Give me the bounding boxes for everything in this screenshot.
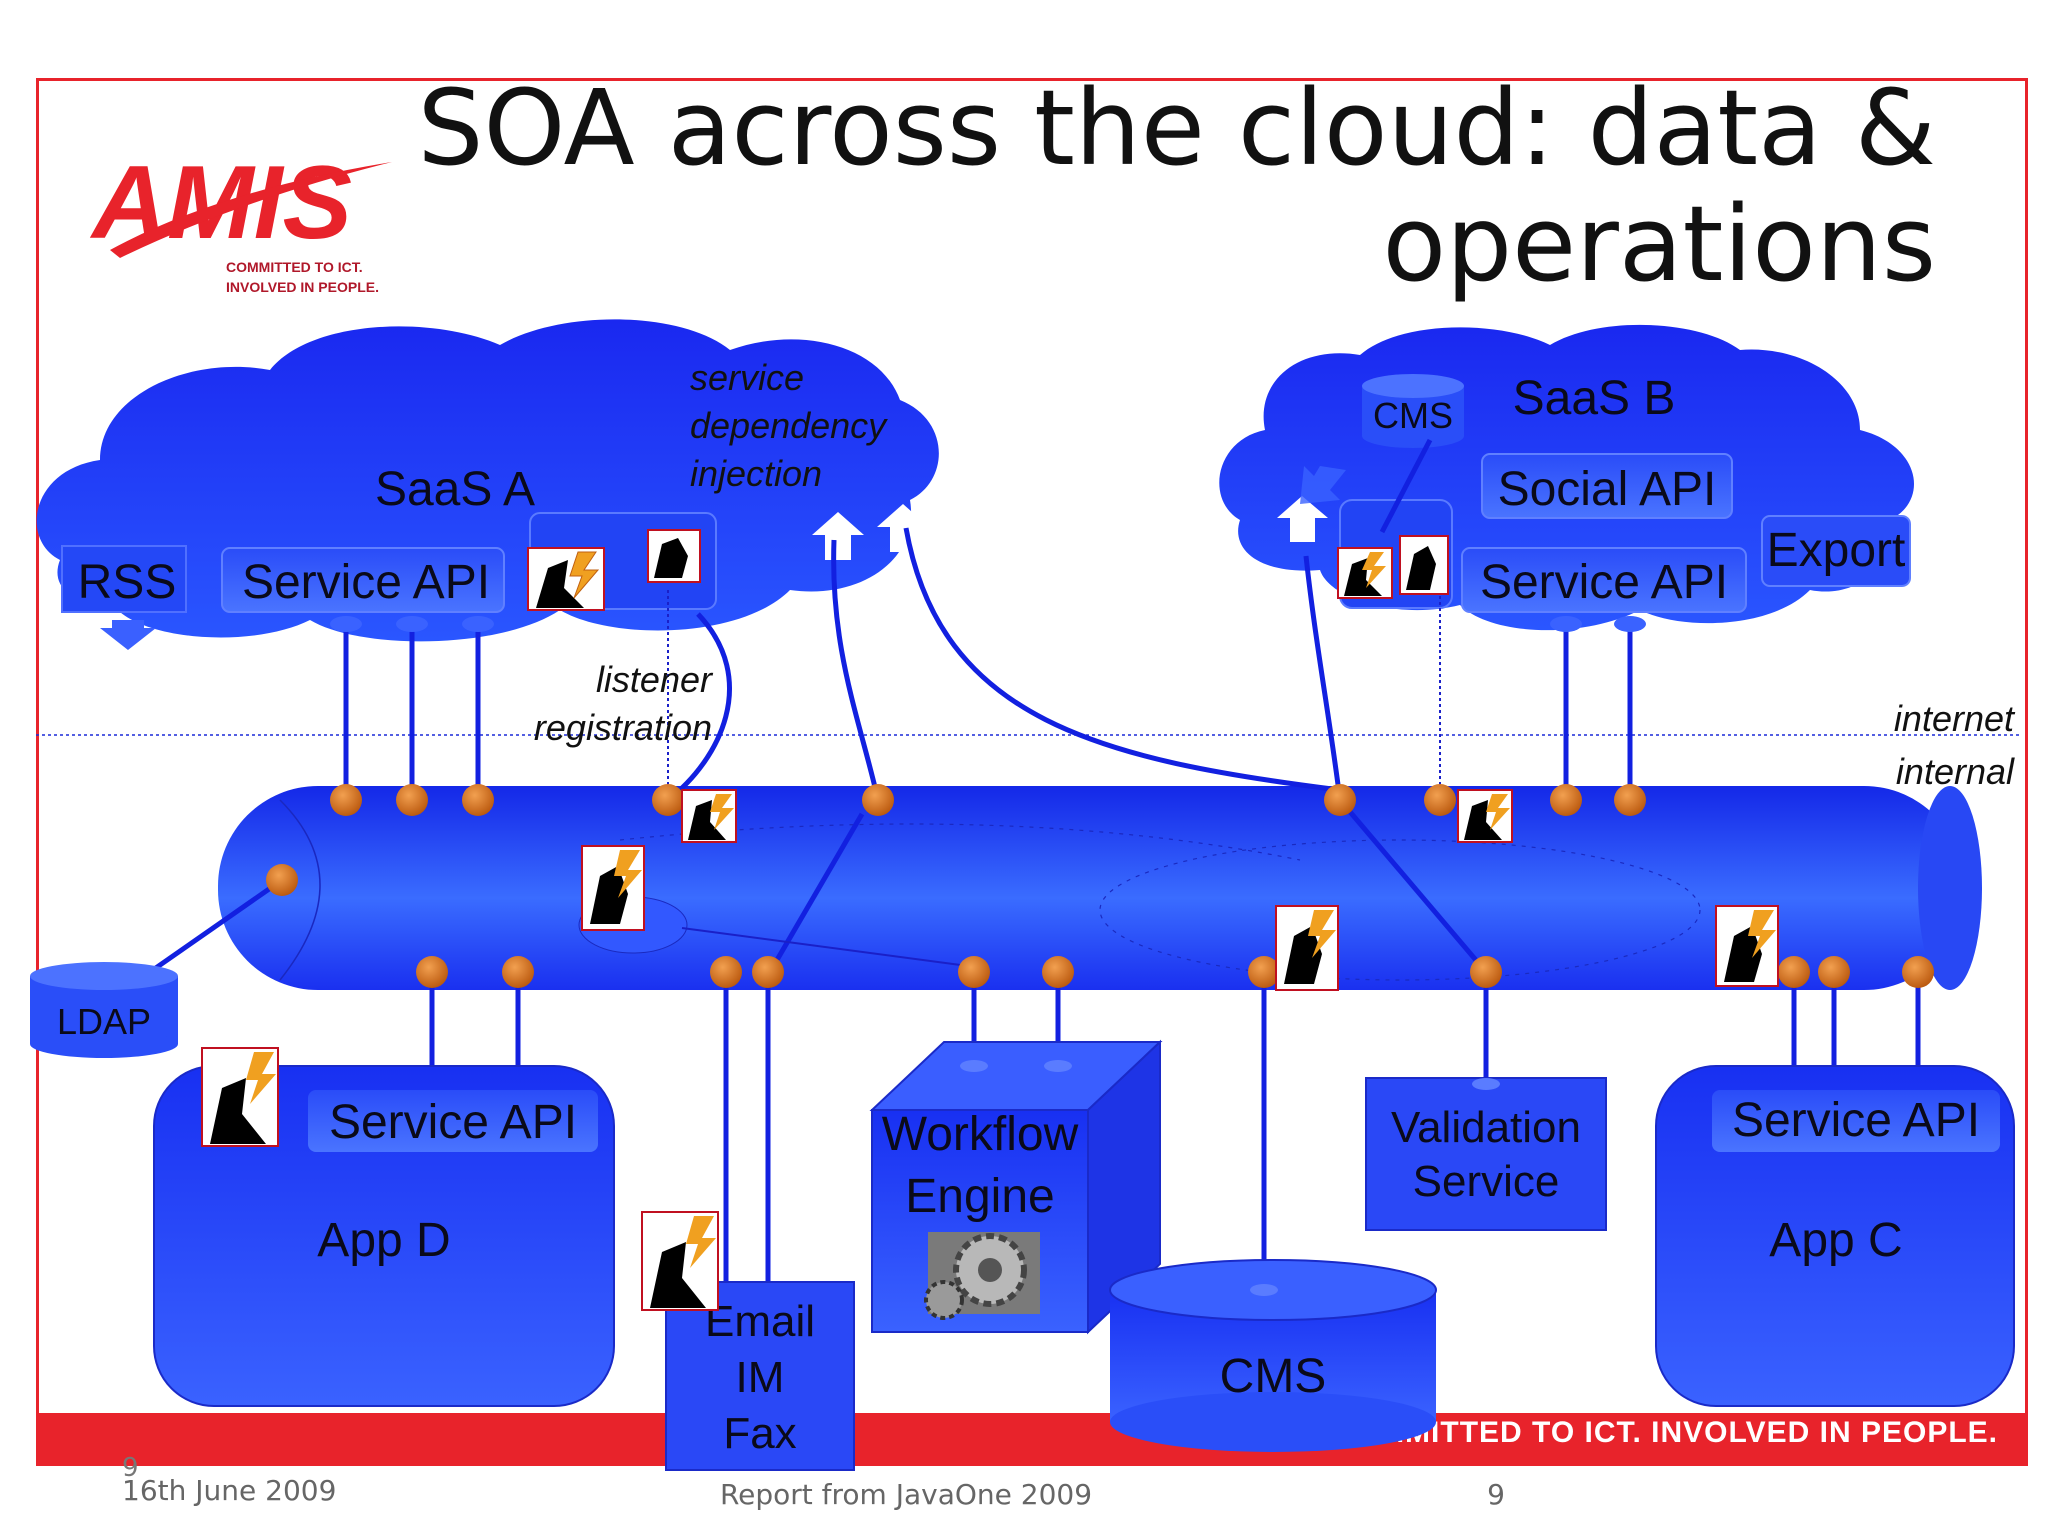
gear-icon: [924, 1232, 1040, 1320]
slide-title: SOA across the cloud: data & operations: [376, 70, 1936, 303]
event-listener-icon: [581, 845, 645, 931]
title-line-2: operations: [1382, 183, 1936, 306]
event-listener-icon: [1399, 535, 1449, 595]
app-c-name: App C: [1769, 1214, 1902, 1267]
sdi-note-line-3: injection: [690, 453, 822, 494]
event-listener-icon: [1457, 789, 1513, 843]
event-listener-icon: [647, 529, 701, 583]
validation-line-1: Validation: [1391, 1103, 1581, 1152]
rss-label: RSS: [78, 556, 177, 609]
event-listener-icon: [201, 1047, 279, 1147]
cms-label: CMS: [1220, 1350, 1327, 1403]
email-line-2: IM: [736, 1353, 785, 1402]
ldap-cylinder: [30, 962, 178, 1058]
export-box: [1761, 515, 1911, 587]
app-c-service-api-box: [1712, 1090, 2000, 1152]
ports: [266, 784, 1934, 988]
social-api-box: [1481, 453, 1733, 519]
event-listener-icon: [1715, 905, 1779, 987]
zone-internet-label: internet: [1894, 698, 2016, 739]
saas-a-service-api-label: Service API: [242, 556, 490, 609]
footer-center: Report from JavaOne 2009: [720, 1478, 1092, 1511]
cloud-ports: [330, 616, 1646, 632]
saas-b-cms-cylinder: [1362, 374, 1464, 448]
listener-icons: [201, 529, 1779, 1311]
saas-b-up-arrow-icon: [1277, 496, 1328, 542]
thin-connectors: [667, 590, 1441, 967]
saas-b-name: SaaS B: [1513, 372, 1676, 425]
saas-b-down-arrow-icon: [1300, 466, 1346, 504]
zone-internal-label: internal: [1896, 751, 2015, 792]
event-listener-icon: [641, 1211, 719, 1311]
footer-date: 16th June 2009: [122, 1474, 336, 1507]
workflow-line-1: Workflow: [882, 1108, 1079, 1161]
connectors: [148, 438, 1921, 1290]
rss-box: [61, 545, 187, 613]
workflow-line-2: Engine: [905, 1170, 1054, 1223]
band-tagline: MMITTED TO ICT. INVOLVED IN PEOPLE.: [1379, 1416, 1998, 1449]
title-line-1: SOA across the cloud: data &: [417, 67, 1936, 189]
saas-b-service-api-label: Service API: [1480, 556, 1728, 609]
inject-arrow-2-icon: [877, 504, 929, 552]
rss-arrow-icon: [100, 620, 156, 650]
sdi-note-line-1: service: [690, 357, 804, 398]
email-line-3: Fax: [723, 1409, 796, 1458]
validation-line-2: Service: [1413, 1157, 1560, 1206]
footer-band: [36, 1413, 2028, 1466]
app-d-service-api-label: Service API: [329, 1096, 577, 1149]
app-d-service-api-box: [308, 1090, 598, 1152]
footer-page: 9: [1487, 1478, 1505, 1511]
listener-line-2: registration: [534, 707, 712, 748]
saas-b-service-api-box: [1461, 547, 1747, 613]
event-listener-icon: [527, 547, 605, 611]
inject-arrow-1-icon: [812, 512, 864, 560]
logo-tagline-line-2: INVOLVED IN PEOPLE.: [226, 279, 379, 296]
saas-a-name: SaaS A: [375, 463, 535, 516]
export-label: Export: [1767, 524, 1906, 577]
sdi-note-line-2: dependency: [690, 405, 888, 446]
social-api-label: Social API: [1498, 463, 1717, 516]
app-c-service-api-label: Service API: [1732, 1094, 1980, 1147]
saas-b-cms-label: CMS: [1373, 395, 1453, 436]
validation-box: [1365, 1077, 1607, 1231]
event-listener-icon: [681, 789, 737, 843]
ldap-label: LDAP: [57, 1001, 151, 1042]
email-line-1: Email: [705, 1297, 815, 1346]
amis-logo: AMIS: [89, 145, 392, 261]
logo-tagline-line-1: COMMITTED TO ICT.: [226, 259, 363, 275]
logo-tagline: COMMITTED TO ICT. INVOLVED IN PEOPLE.: [226, 257, 379, 298]
footer-page-small: 9: [122, 1453, 139, 1483]
event-listener-icon: [1337, 547, 1393, 599]
saas-a-service-api-box: [221, 547, 505, 613]
listener-line-1: listener: [596, 659, 714, 700]
workflow-cube: [869, 1039, 1163, 1335]
cms-cylinder: [1109, 1259, 1437, 1452]
app-d-name: App D: [317, 1214, 450, 1267]
email-box: [665, 1281, 855, 1471]
event-listener-icon: [1275, 905, 1339, 991]
